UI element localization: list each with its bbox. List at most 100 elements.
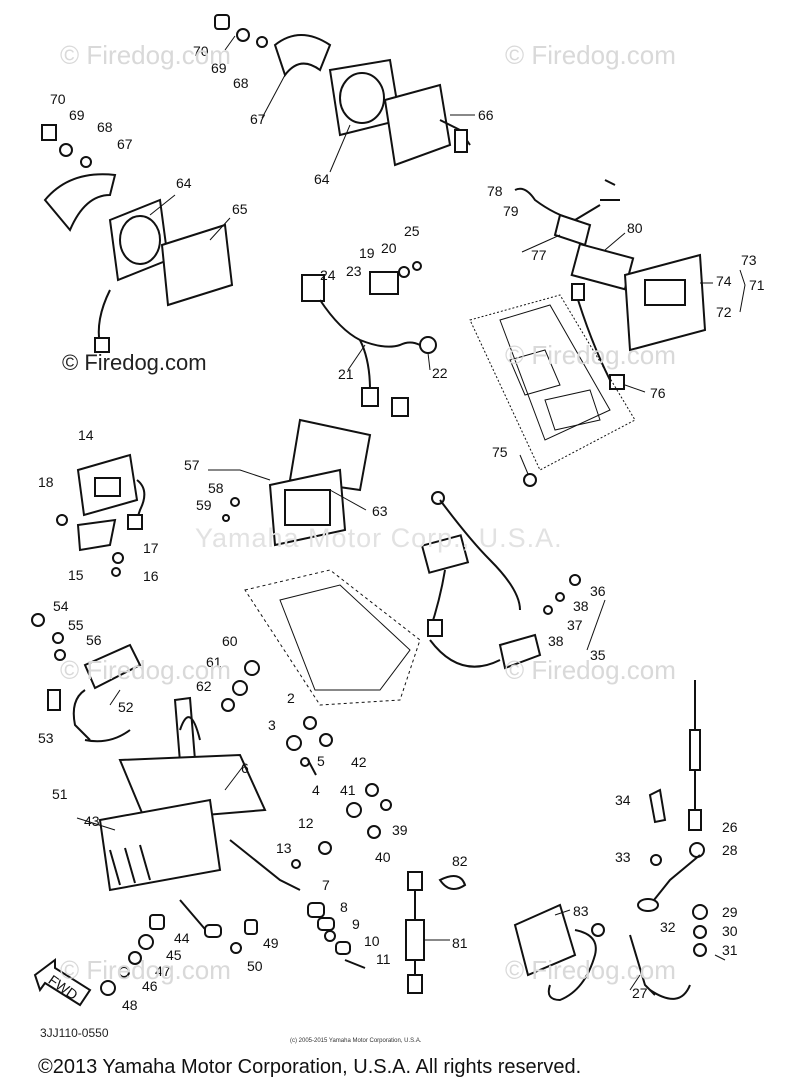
antenna-assembly	[629, 680, 708, 1000]
callout-label: 26	[722, 819, 738, 835]
leader-lines	[76, 35, 746, 991]
callout-label: 56	[86, 632, 102, 648]
callout-label: 2	[287, 690, 295, 706]
callout-label: 58	[208, 480, 224, 496]
watermark-site: © Firedog.com	[505, 40, 676, 70]
callout-label: 39	[392, 822, 408, 838]
callout-label: 35	[590, 647, 606, 663]
copyright-footer: ©2013 Yamaha Motor Corporation, U.S.A. A…	[38, 1056, 582, 1078]
callout-label: 63	[372, 503, 388, 519]
callout-label: 78	[487, 183, 503, 199]
control-panel-57	[222, 418, 421, 706]
speaker-assembly-upper	[214, 14, 471, 167]
callout-label: 12	[298, 815, 314, 831]
callout-label: 5	[317, 753, 325, 769]
callout-label: 52	[118, 699, 134, 715]
callout-label: 66	[478, 107, 494, 123]
callout-label: 74	[716, 273, 732, 289]
watermark-site: © Firedog.com	[60, 655, 231, 685]
callout-label: 15	[68, 567, 84, 583]
callout-label: 60	[222, 633, 238, 649]
callout-label: 14	[78, 427, 94, 443]
callout-label: 82	[452, 853, 468, 869]
callout-label: 51	[52, 786, 68, 802]
harness-assembly-35	[420, 491, 581, 670]
callout-label: 48	[122, 997, 138, 1013]
callout-label: 28	[722, 842, 738, 858]
callout-label: 79	[503, 203, 519, 219]
callout-label: 33	[615, 849, 631, 865]
watermark-site: © Firedog.com	[505, 340, 676, 370]
callout-label: 72	[716, 304, 732, 320]
callout-label: 22	[432, 365, 448, 381]
mount-stack	[307, 902, 366, 969]
watermark-site-dark: © Firedog.com	[62, 350, 207, 375]
callout-label: 40	[375, 849, 391, 865]
callout-label: 46	[142, 978, 158, 994]
callout-label: 43	[84, 813, 100, 829]
callout-label: 34	[615, 792, 631, 808]
console-panel-outline	[469, 294, 636, 487]
callout-label: 30	[722, 923, 738, 939]
callout-label: 54	[53, 598, 69, 614]
callout-label: 57	[184, 457, 200, 473]
callout-label: 70	[50, 91, 66, 107]
callout-label: 50	[247, 958, 263, 974]
speaker-assembly-left	[41, 124, 234, 353]
callout-label: 69	[211, 60, 227, 76]
callout-label: 29	[722, 904, 738, 920]
callout-label: 4	[312, 782, 320, 798]
callout-label: 25	[404, 223, 420, 239]
callout-label: 61	[206, 654, 222, 670]
callout-label: 69	[69, 107, 85, 123]
callout-label: 11	[376, 951, 391, 967]
watermark-site: © Firedog.com	[60, 955, 231, 985]
callout-label: 81	[452, 935, 468, 951]
callout-label: 76	[650, 385, 666, 401]
callout-label: 62	[196, 678, 212, 694]
callout-label: 17	[143, 540, 159, 556]
lower-hardware	[100, 899, 258, 996]
callout-label: 67	[250, 111, 266, 127]
callout-label: 80	[627, 220, 643, 236]
callout-label: 8	[340, 899, 348, 915]
callout-label: 37	[567, 617, 583, 633]
callout-label: 83	[573, 903, 589, 919]
watermark-site: © Firedog.com	[505, 955, 676, 985]
callout-label: 6	[241, 760, 249, 776]
callout-label: 36	[590, 583, 606, 599]
callout-label: 10	[364, 933, 380, 949]
callout-label: 13	[276, 840, 292, 856]
small-copyright: (c) 2005-2015 Yamaha Motor Corporation, …	[290, 1038, 422, 1044]
hardware-fasteners	[221, 660, 392, 839]
callout-label: 64	[176, 175, 192, 191]
watermark-site: © Firedog.com	[60, 40, 231, 70]
callout-label: 42	[351, 754, 367, 770]
callout-label: 67	[117, 136, 133, 152]
meter-assembly	[514, 179, 707, 390]
callout-label: 64	[314, 171, 330, 187]
callout-label: 65	[232, 201, 248, 217]
callout-label: 71	[749, 277, 765, 293]
watermark-site: © Firedog.com	[505, 655, 676, 685]
callout-label: 77	[531, 247, 547, 263]
unit-14	[56, 453, 146, 577]
watermark-yamaha: Yamaha Motor Corp., U.S.A.	[195, 523, 563, 553]
callout-label: 21	[338, 366, 354, 382]
callout-labels: 70 69 68 67 64 66 70 69 68 67 64 65 78 7…	[38, 43, 765, 1013]
callout-label: 68	[97, 119, 113, 135]
callout-label: 31	[722, 942, 738, 958]
callout-label: 55	[68, 617, 84, 633]
callout-label: 20	[381, 240, 397, 256]
callout-label: 9	[352, 916, 360, 932]
callout-label: 68	[233, 75, 249, 91]
callout-label: 73	[741, 252, 757, 268]
sensor-81-83	[405, 871, 605, 1002]
callout-label: 27	[632, 985, 648, 1001]
callout-label: 45	[166, 947, 182, 963]
callout-label: 18	[38, 474, 54, 490]
callout-label: 44	[174, 930, 190, 946]
callout-label: 70	[193, 43, 209, 59]
cdi-unit-6	[98, 696, 332, 892]
